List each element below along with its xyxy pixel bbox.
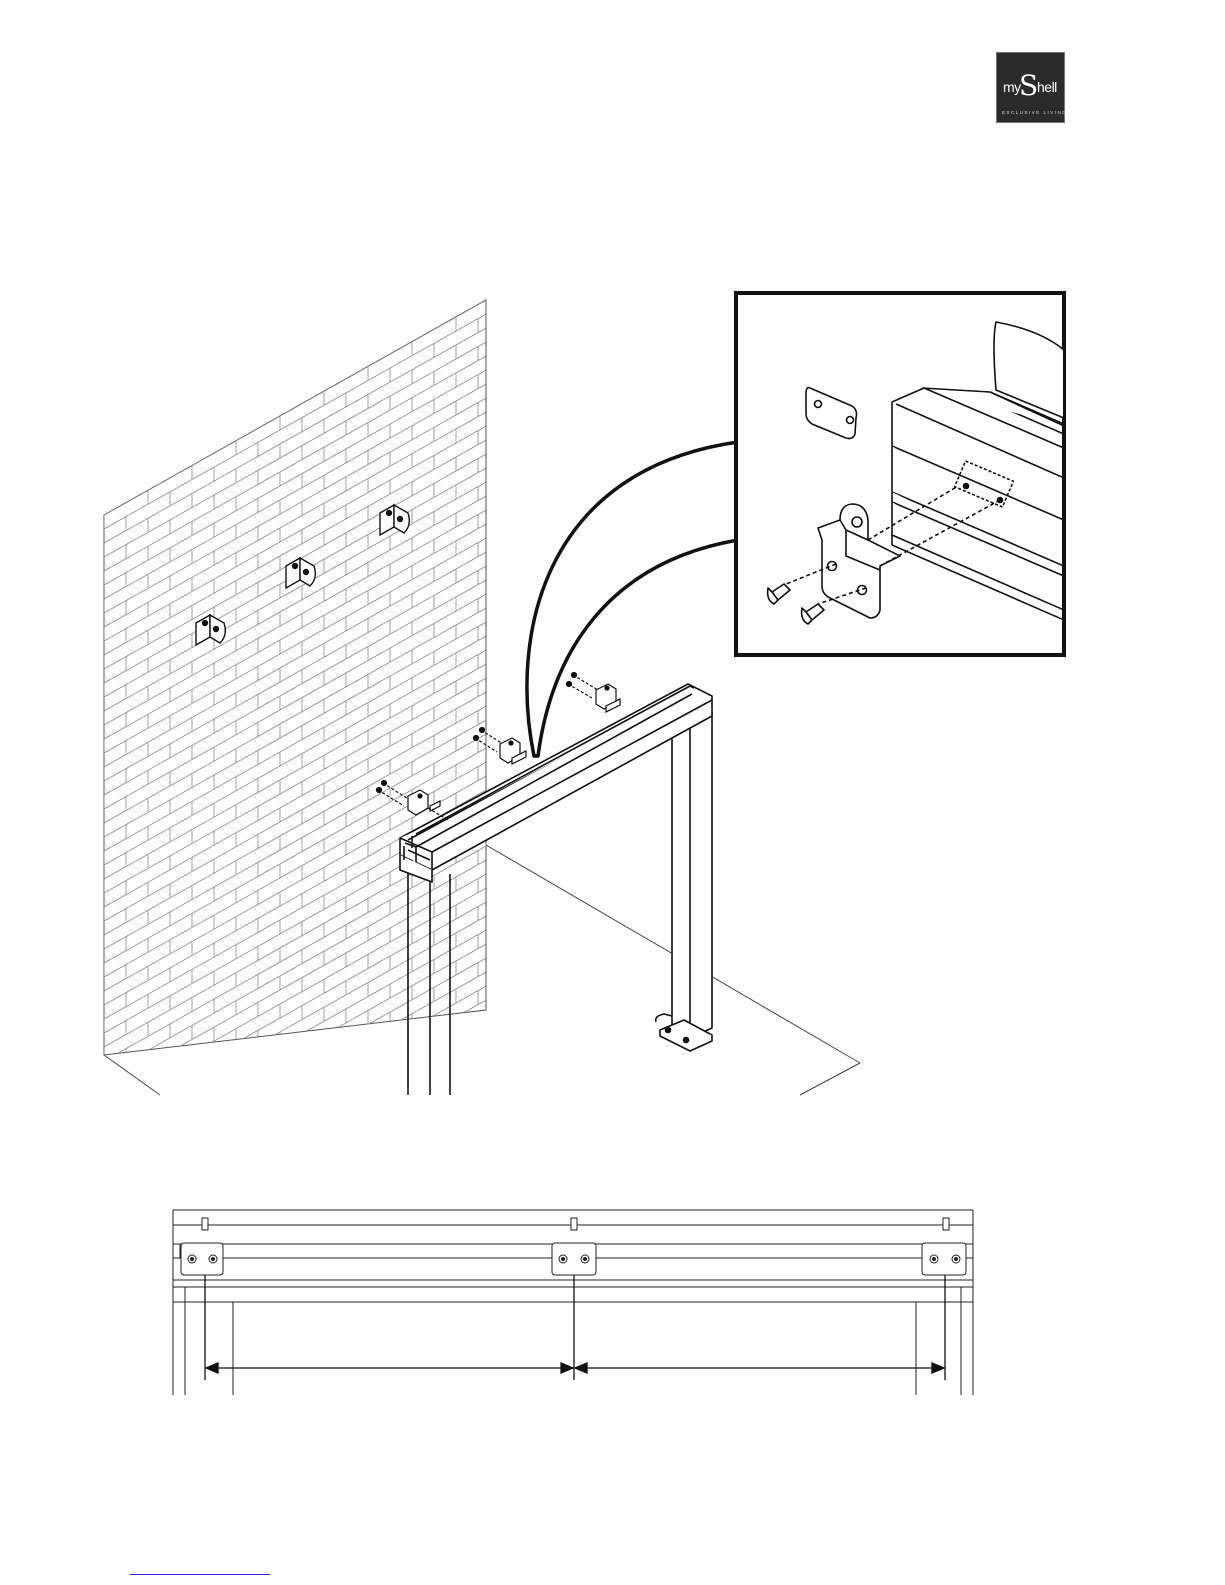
front-bracket-middle xyxy=(552,1218,596,1275)
exploded-bracket-right xyxy=(567,673,621,713)
front-view xyxy=(173,1210,973,1395)
front-bracket-right xyxy=(922,1218,966,1275)
detail-inset xyxy=(736,293,1064,655)
logo-text-suffix: hell xyxy=(1037,79,1057,95)
myshell-logo: my S hell EXCLUSIVE LIVING xyxy=(996,52,1065,123)
frame-post-right xyxy=(656,712,712,1051)
dimension-lines xyxy=(205,1275,945,1380)
footer-link-underline[interactable] xyxy=(130,1574,270,1575)
logo-text-initial: S xyxy=(1019,69,1038,102)
brick-wall xyxy=(104,0,486,1585)
front-bracket-left xyxy=(181,1218,223,1275)
logo-tagline: EXCLUSIVE LIVING xyxy=(1002,110,1062,115)
